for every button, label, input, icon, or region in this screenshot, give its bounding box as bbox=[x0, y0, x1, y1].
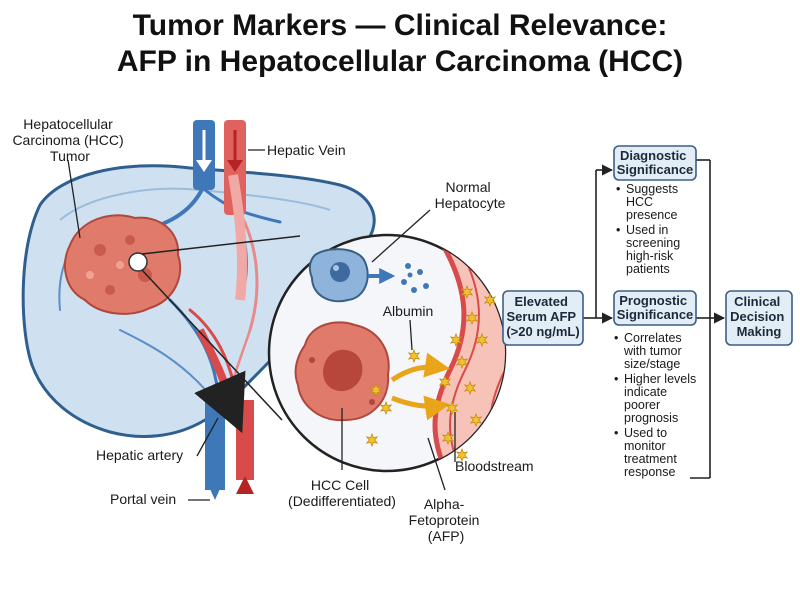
diagnostic-title: Diagnostic Significance bbox=[617, 148, 694, 177]
afp-molecule bbox=[460, 284, 474, 300]
afp-molecule bbox=[475, 332, 489, 348]
flowchart: Elevated Serum AFP (>20 ng/mL) Diagnosti… bbox=[502, 145, 793, 479]
clinical-decision-box bbox=[725, 290, 793, 346]
prognostic-title: Prognostic Significance bbox=[617, 293, 694, 322]
afp-molecule bbox=[438, 374, 452, 390]
diagnostic-bullets: •Suggests HCC presence •Used in screenin… bbox=[616, 182, 684, 276]
title-line-2: AFP in Hepatocellular Carcinoma (HCC) bbox=[116, 45, 684, 78]
label-hepatic-artery: Hepatic artery bbox=[96, 447, 183, 463]
prognostic-box bbox=[613, 290, 697, 326]
afp-molecule bbox=[369, 382, 383, 398]
label-hcc-cell: HCC Cell (Dedifferentiated) bbox=[288, 477, 396, 509]
hcc-tumor bbox=[64, 214, 182, 315]
label-portal-vein: Portal vein bbox=[110, 491, 176, 507]
label-afp: Alpha- Fetoprotein (AFP) bbox=[409, 496, 484, 544]
prognostic-bullets: •Correlates with tumor size/stage •Highe… bbox=[614, 331, 700, 479]
page-title: Tumor Markers — Clinical Relevance: AFP … bbox=[0, 8, 800, 80]
bottom-vessels bbox=[194, 328, 254, 500]
diagnostic-box bbox=[613, 145, 697, 181]
afp-molecule bbox=[469, 412, 483, 428]
afp-molecule bbox=[365, 432, 379, 448]
afp-molecule bbox=[379, 400, 393, 416]
zoom-circle bbox=[267, 233, 507, 473]
hepatic-vein-vessels bbox=[193, 120, 247, 301]
afp-molecules bbox=[365, 284, 497, 463]
afp-molecule bbox=[465, 310, 479, 326]
afp-molecule bbox=[441, 430, 455, 446]
afp-molecule bbox=[455, 447, 469, 463]
label-tumor: Hepatocellular Carcinoma (HCC) Tumor bbox=[12, 116, 127, 164]
label-normal-hepatocyte: Normal Hepatocyte bbox=[435, 179, 506, 211]
afp-molecule bbox=[483, 292, 497, 308]
label-hepatic-vein: Hepatic Vein bbox=[267, 142, 346, 158]
albumin-dots bbox=[401, 263, 429, 293]
zoom-lines bbox=[141, 235, 301, 421]
afp-molecule bbox=[445, 400, 459, 416]
afp-molecule bbox=[449, 332, 463, 348]
label-albumin: Albumin bbox=[383, 303, 434, 319]
elevated-afp-label: Elevated Serum AFP (>20 ng/mL) bbox=[506, 294, 579, 339]
elevated-afp-box bbox=[502, 290, 584, 346]
label-bloodstream: Bloodstream bbox=[455, 458, 534, 474]
afp-molecule bbox=[407, 348, 421, 364]
clinical-decision-label: Clinical Decision Making bbox=[730, 294, 788, 339]
title-line-1: Tumor Markers — Clinical Relevance: bbox=[132, 9, 668, 42]
pointer-lines bbox=[67, 149, 456, 501]
afp-molecule bbox=[463, 380, 477, 396]
afp-molecule bbox=[455, 354, 469, 370]
